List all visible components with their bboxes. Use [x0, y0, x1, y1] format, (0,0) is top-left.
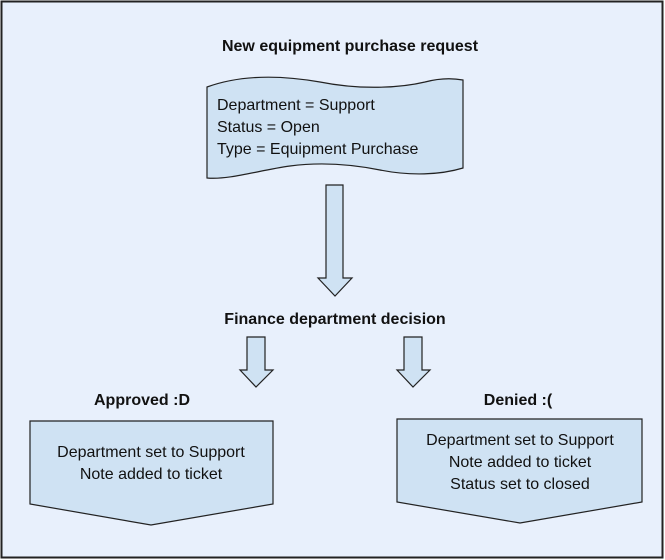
- diagram-title: New equipment purchase request: [222, 38, 479, 55]
- denied-outcome-shape: [396, 418, 643, 524]
- request-line-1: Department = Support: [217, 97, 375, 114]
- denied-label: Denied :(: [484, 392, 553, 409]
- approved-outcome-shape: [29, 420, 274, 526]
- request-line-2: Status = Open: [217, 119, 320, 136]
- denied-line-2: Note added to ticket: [449, 454, 592, 471]
- approved-line-1: Department set to Support: [57, 444, 245, 461]
- denied-line-3: Status set to closed: [450, 476, 590, 493]
- approved-arrow-icon: [238, 336, 275, 388]
- down-arrow-icon: [316, 184, 354, 297]
- denied-line-1: Department set to Support: [426, 432, 614, 449]
- approved-line-2: Note added to ticket: [80, 466, 223, 483]
- denied-arrow-icon: [395, 336, 432, 388]
- approved-label: Approved :D: [94, 392, 190, 409]
- request-document-shape: [206, 76, 464, 179]
- request-line-3: Type = Equipment Purchase: [217, 141, 419, 158]
- decision-label: Finance department decision: [224, 311, 445, 328]
